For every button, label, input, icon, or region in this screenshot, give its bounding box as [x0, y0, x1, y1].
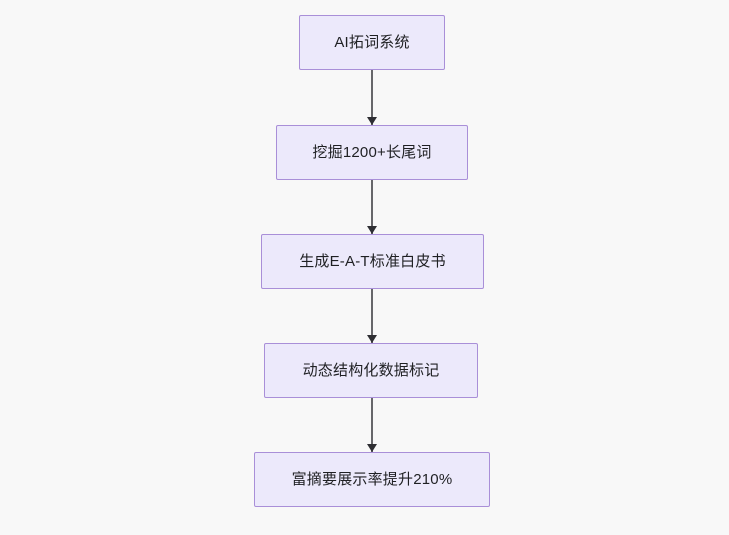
arrowhead-icon	[367, 444, 377, 452]
node-label: 动态结构化数据标记	[302, 361, 440, 379]
flowchart-node-dynamic-structured-data-markup[interactable]: 动态结构化数据标记	[264, 343, 478, 398]
edge-line	[371, 70, 373, 125]
edge-line	[371, 180, 373, 234]
flowchart-node-mine-longtail-keywords[interactable]: 挖掘1200+长尾词	[276, 125, 468, 180]
flowchart-node-ai-keyword-system[interactable]: AI拓词系统	[299, 15, 445, 70]
edge-n3-n4	[367, 289, 377, 343]
edge-line	[371, 289, 373, 343]
node-label: 生成E-A-T标准白皮书	[299, 252, 446, 270]
edge-n4-n5	[367, 398, 377, 452]
arrowhead-icon	[367, 117, 377, 125]
node-label: 挖掘1200+长尾词	[312, 143, 432, 161]
node-label: AI拓词系统	[334, 33, 410, 51]
edge-n2-n3	[367, 180, 377, 234]
node-label: 富摘要展示率提升210%	[291, 470, 453, 488]
flowchart-node-generate-eat-whitepaper[interactable]: 生成E-A-T标准白皮书	[261, 234, 484, 289]
arrowhead-icon	[367, 335, 377, 343]
edge-line	[371, 398, 373, 452]
arrowhead-icon	[367, 226, 377, 234]
flowchart-node-rich-snippet-impression-lift[interactable]: 富摘要展示率提升210%	[254, 452, 490, 507]
edge-n1-n2	[367, 70, 377, 125]
